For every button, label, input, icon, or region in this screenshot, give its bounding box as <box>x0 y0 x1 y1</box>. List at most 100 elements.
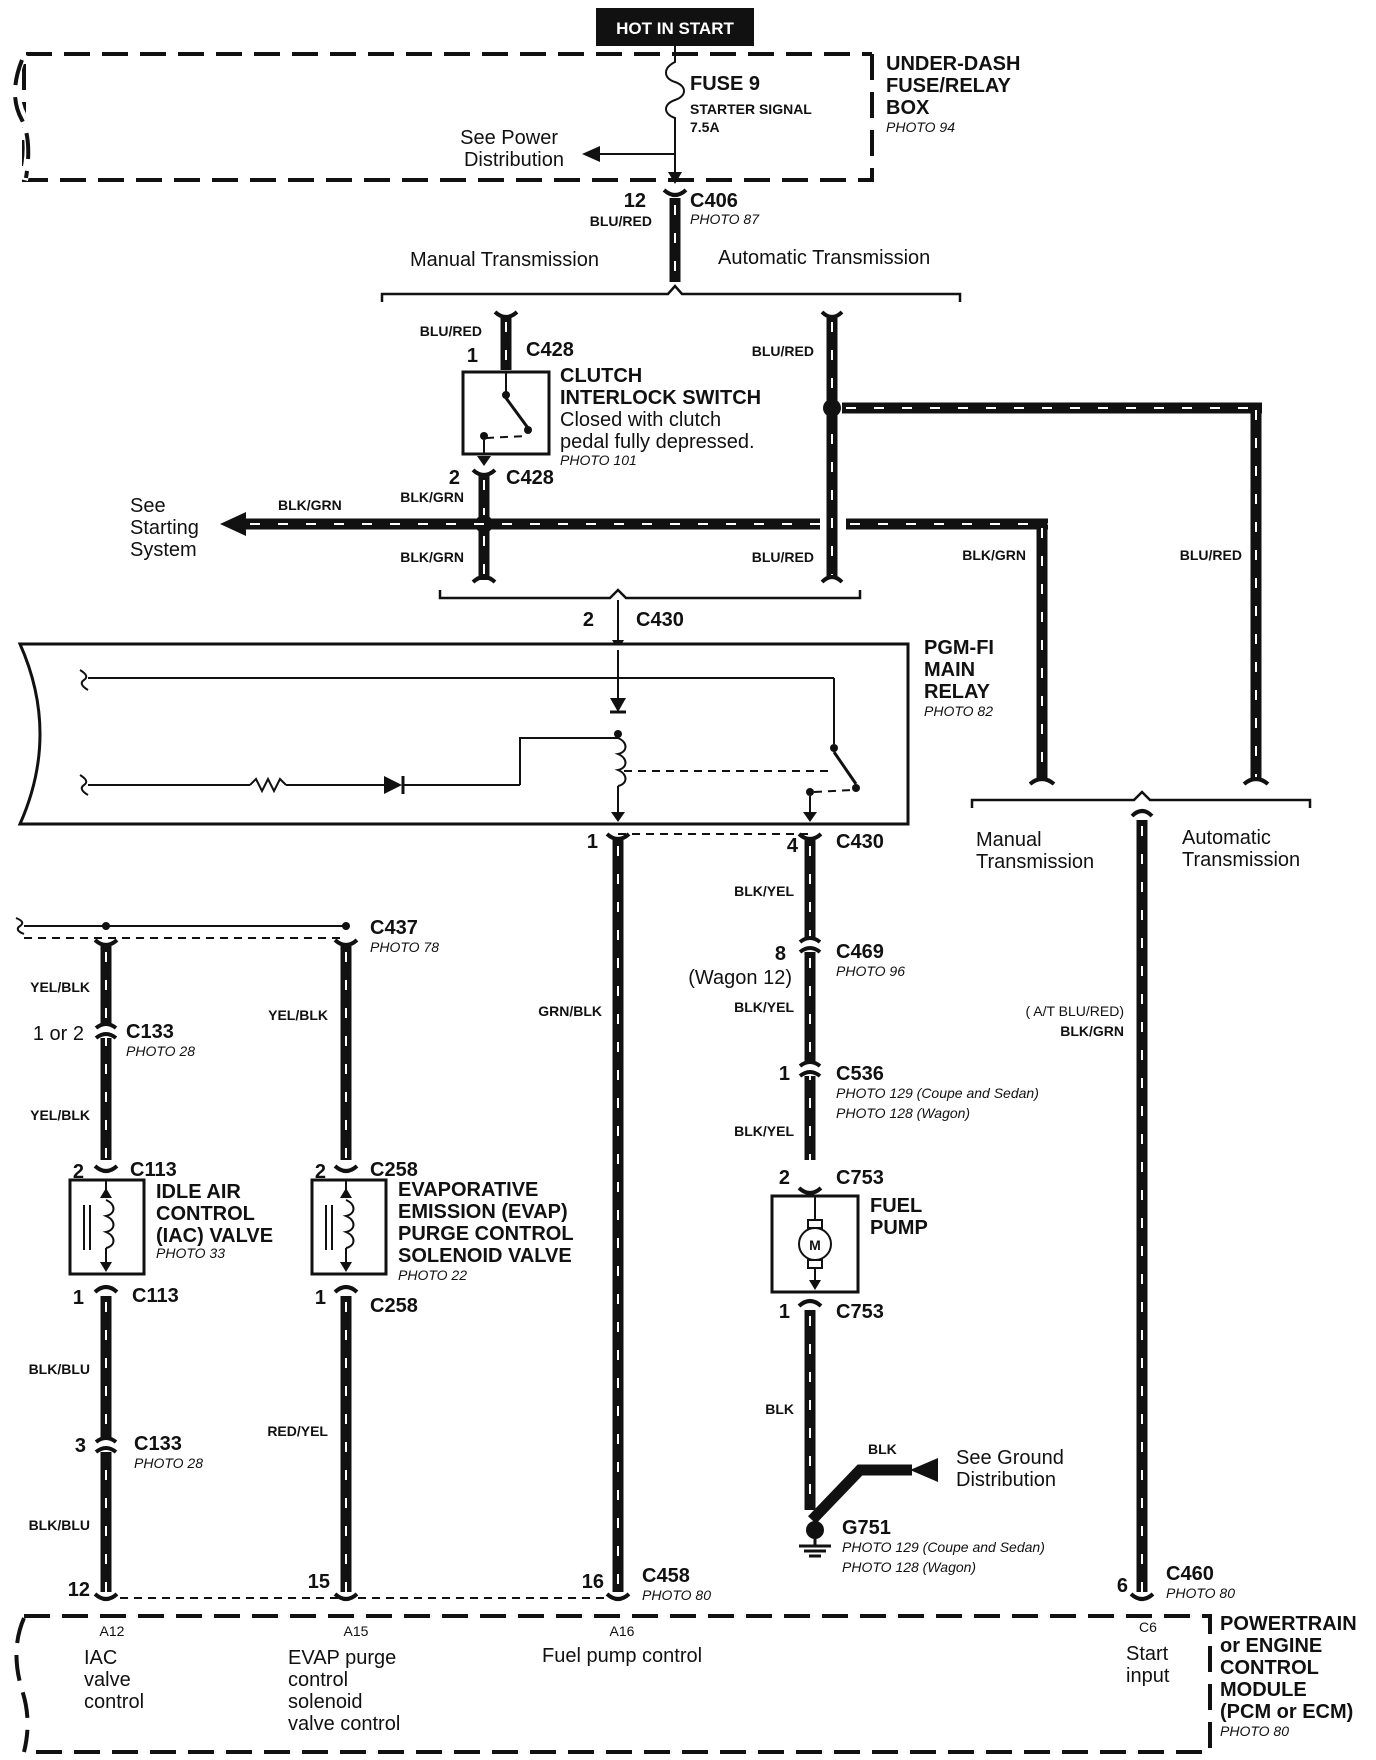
pcm-pin-6: 6 <box>1117 1575 1128 1597</box>
c428-top-label: C428 <box>526 339 574 361</box>
g751-photo-1: PHOTO 129 (Coupe and Sedan) <box>842 1539 1045 1555</box>
auto-lower-wire: BLU/RED <box>752 549 814 565</box>
pcm-photo: PHOTO 80 <box>1220 1723 1289 1739</box>
pgm-relay-title: PGM-FI <box>924 637 994 659</box>
c133a-photo: PHOTO 28 <box>126 1043 195 1059</box>
c428-bottom-label: C428 <box>506 467 554 489</box>
c113-label: C113 <box>130 1159 177 1181</box>
c469-wagon: (Wagon 12) <box>688 967 792 989</box>
evap-title-3: PURGE CONTROL <box>398 1223 574 1245</box>
automatic-transmission-label: Automatic Transmission <box>718 247 930 269</box>
c437-label: C437 <box>370 917 418 939</box>
fuse-rating: 7.5A <box>690 119 720 135</box>
evap-wire-1: YEL/BLK <box>268 1007 328 1023</box>
pcm-start-desc-2: input <box>1126 1665 1170 1687</box>
evap-title-4: SOLENOID VALVE <box>398 1245 572 1267</box>
pcm-title-4: MODULE <box>1220 1679 1307 1701</box>
arrow-left-icon <box>910 1458 938 1482</box>
c133b-pin: 3 <box>75 1435 86 1457</box>
c428-bottom-pin: 2 <box>449 467 460 489</box>
clutch-switch-photo: PHOTO 101 <box>560 452 637 468</box>
pcm-title-3: CONTROL <box>1220 1657 1319 1679</box>
g751-label: G751 <box>842 1517 891 1539</box>
iac-title: IDLE AIR <box>156 1181 241 1203</box>
c430-pin-1: 1 <box>587 831 598 853</box>
clutch-switch-desc-2: pedal fully depressed. <box>560 431 755 453</box>
iac-wire-1: YEL/BLK <box>30 979 90 995</box>
evap-photo: PHOTO 22 <box>398 1267 467 1283</box>
c430-pin-4: 4 <box>787 835 799 857</box>
pump-wire-5: BLK <box>868 1441 897 1457</box>
iac-wire-2: YEL/BLK <box>30 1107 90 1123</box>
c428-bottom-wire: BLK/GRN <box>400 489 464 505</box>
c133a-label: C133 <box>126 1021 174 1043</box>
c258-label: C258 <box>370 1159 418 1181</box>
c113b-pin: 1 <box>73 1287 84 1309</box>
g751-photo-2: PHOTO 128 (Wagon) <box>842 1559 976 1575</box>
c430-top-label: C430 <box>636 609 684 631</box>
fuse-desc: STARTER SIGNAL <box>690 101 812 117</box>
auto-trans-right-label-2: Transmission <box>1182 849 1300 871</box>
c753b-label: C753 <box>836 1301 884 1323</box>
manual-trans-right-label: Manual <box>976 829 1042 851</box>
pcm-start-desc-1: Start <box>1126 1643 1169 1665</box>
grn-blk-wire: GRN/BLK <box>538 1003 602 1019</box>
ground-icon <box>799 1538 831 1558</box>
c536-photo-2: PHOTO 128 (Wagon) <box>836 1105 970 1121</box>
see-ground-label-2: Distribution <box>956 1469 1056 1491</box>
right-wire-label-1: ( A/T BLU/RED) <box>1025 1003 1124 1019</box>
c406-wire: BLU/RED <box>590 213 652 229</box>
fuel-pump-title: FUEL <box>870 1195 922 1217</box>
iac-title-2: CONTROL <box>156 1203 255 1225</box>
c460-photo: PHOTO 80 <box>1166 1585 1235 1601</box>
c469-pin: 8 <box>775 943 786 965</box>
c458-label: C458 <box>642 1565 690 1587</box>
c258-pin: 2 <box>315 1161 326 1183</box>
iac-wire-4: BLK/BLU <box>29 1517 90 1533</box>
manual-trans-right-label-2: Transmission <box>976 851 1094 873</box>
c458-photo: PHOTO 80 <box>642 1587 711 1603</box>
pcm-pin-15: 15 <box>308 1571 330 1593</box>
pcm-iac-desc-3: control <box>84 1691 144 1713</box>
fuse-box-title: UNDER-DASH <box>886 53 1020 75</box>
pcm-outline <box>24 1614 1212 1754</box>
manual-lower-wire: BLK/GRN <box>400 549 464 565</box>
pcm-iac-desc-1: IAC <box>84 1647 117 1669</box>
c469-label: C469 <box>836 941 884 963</box>
c536-photo-1: PHOTO 129 (Coupe and Sedan) <box>836 1085 1039 1101</box>
c430-top-pin: 2 <box>583 609 594 631</box>
motor-label: M <box>809 1237 821 1253</box>
c133b-photo: PHOTO 28 <box>134 1455 203 1471</box>
auto-trans-right-label: Automatic <box>1182 827 1271 849</box>
c753a-label: C753 <box>836 1167 884 1189</box>
see-starting-label-2: Starting <box>130 517 199 539</box>
pgm-relay-title-2: MAIN <box>924 659 975 681</box>
c258b-pin: 1 <box>315 1287 326 1309</box>
fuse-box-title-2: FUSE/RELAY <box>886 75 1012 97</box>
pgm-relay-title-3: RELAY <box>924 681 991 703</box>
c428-top-wire: BLU/RED <box>420 323 482 339</box>
pcm-pin-16: 16 <box>582 1571 604 1593</box>
c469-photo: PHOTO 96 <box>836 963 905 979</box>
pcm-evap-desc-4: valve control <box>288 1713 400 1735</box>
fuse-name: FUSE 9 <box>690 73 760 95</box>
right-wire-2: BLU/RED <box>1180 547 1242 563</box>
c536-label: C536 <box>836 1063 884 1085</box>
fuel-pump-title-2: PUMP <box>870 1217 928 1239</box>
c437-photo: PHOTO 78 <box>370 939 439 955</box>
c753a-pin: 2 <box>779 1167 790 1189</box>
manual-transmission-label: Manual Transmission <box>410 249 599 271</box>
pump-wire-1: BLK/YEL <box>734 883 794 899</box>
iac-photo: PHOTO 33 <box>156 1245 225 1261</box>
pump-wire-2: BLK/YEL <box>734 999 794 1015</box>
iac-wire-3: BLK/BLU <box>29 1361 90 1377</box>
pcm-evap-desc-3: solenoid <box>288 1691 363 1713</box>
pcm-iac-desc-2: valve <box>84 1669 131 1691</box>
c406-pin: 12 <box>624 190 646 212</box>
pcm-term-a15: A15 <box>344 1623 369 1639</box>
evap-wire-2: RED/YEL <box>267 1423 328 1439</box>
pcm-evap-desc-1: EVAP purge <box>288 1647 396 1669</box>
pcm-title: POWERTRAIN <box>1220 1613 1357 1635</box>
pcm-term-a12: A12 <box>100 1623 125 1639</box>
see-ground-label: See Ground <box>956 1447 1064 1469</box>
